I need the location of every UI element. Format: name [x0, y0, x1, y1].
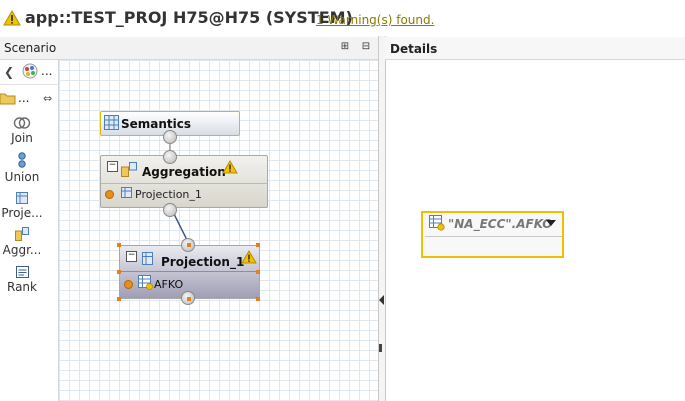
- palette-divider: [0, 84, 58, 85]
- semantics-title: Semantics: [121, 117, 192, 131]
- selection-handle[interactable]: [187, 297, 191, 301]
- palette-more[interactable]: ...: [41, 64, 53, 78]
- table-icon: [138, 275, 153, 290]
- selection-handle[interactable]: [187, 243, 191, 247]
- warning-icon[interactable]: [222, 160, 238, 174]
- aggregation-icon: [15, 227, 29, 241]
- tool-projection[interactable]: Proje...: [0, 192, 44, 220]
- datasource-label: "NA_ECC".AFKO: [448, 217, 553, 231]
- tool-aggregation[interactable]: Aggr...: [0, 227, 44, 257]
- selection-handle[interactable]: [256, 243, 260, 247]
- input-status-icon: [105, 190, 114, 199]
- projection-node-icon: [142, 252, 153, 265]
- tool-palette: [0, 60, 59, 401]
- aggregation-node-icon: [121, 162, 137, 177]
- splitter-grip[interactable]: [379, 344, 382, 352]
- tool-aggregation-label: Aggr...: [2, 243, 42, 257]
- collapse-aggregation-icon[interactable]: −: [107, 160, 118, 172]
- projection-input-icon: [121, 187, 132, 198]
- datasource-node[interactable]: [421, 211, 564, 258]
- join-icon: [13, 117, 31, 129]
- sync-arrows-icon[interactable]: ⇔: [43, 92, 53, 105]
- selection-handle[interactable]: [256, 297, 260, 301]
- tool-join[interactable]: Join: [0, 117, 44, 145]
- palette-icon[interactable]: [22, 63, 38, 79]
- tool-rank[interactable]: Rank: [0, 266, 44, 294]
- warning-icon: [3, 10, 21, 26]
- panel-splitter[interactable]: [378, 36, 386, 401]
- tool-projection-label: Proje...: [1, 206, 43, 220]
- selection-handle[interactable]: [117, 270, 121, 274]
- selection-handle[interactable]: [117, 243, 121, 247]
- editor-title: app::TEST_PROJ H75@H75 (SYSTEM): [25, 8, 353, 27]
- warnings-link[interactable]: 1 Warning(s) found.: [316, 13, 435, 27]
- tool-union[interactable]: Union: [0, 152, 44, 184]
- projection-input-label: AFKO: [154, 278, 184, 291]
- aggregation-title: Aggregation: [142, 165, 226, 179]
- projection-title: Projection_1: [161, 255, 245, 269]
- rank-icon: [15, 266, 29, 278]
- table-icon: [429, 215, 445, 231]
- aggregation-input-port[interactable]: [163, 203, 177, 217]
- details-panel-title: Details: [390, 42, 438, 56]
- tool-rank-label: Rank: [7, 280, 37, 294]
- folder-more[interactable]: ...: [18, 91, 30, 105]
- selection-handle[interactable]: [256, 270, 260, 274]
- expand-all-icon[interactable]: ⊞: [340, 41, 350, 52]
- collapse-arrow-icon[interactable]: [379, 295, 384, 305]
- chevron-down-icon[interactable]: [546, 220, 556, 226]
- union-icon: [18, 152, 26, 168]
- semantics-input-port[interactable]: [163, 130, 177, 144]
- aggregation-divider: [101, 183, 267, 184]
- projection-icon: [16, 192, 28, 204]
- collapse-all-icon[interactable]: ⊟: [361, 41, 371, 52]
- tool-union-label: Union: [4, 170, 40, 184]
- aggregation-output-port[interactable]: [163, 150, 177, 164]
- datasource-node-header: [425, 214, 562, 237]
- scenario-panel-title: Scenario: [4, 41, 57, 55]
- semantics-icon: [104, 115, 119, 130]
- input-status-icon: [124, 280, 133, 289]
- editor-title-bar: [0, 0, 685, 36]
- projection-divider: [120, 271, 259, 272]
- tool-join-label: Join: [11, 131, 33, 145]
- folder-icon[interactable]: [0, 92, 16, 105]
- scenario-panel-header: [0, 37, 378, 60]
- chevron-left-icon[interactable]: ❮: [4, 65, 15, 79]
- aggregation-node[interactable]: − Aggregation Projection_1: [100, 155, 268, 208]
- selection-handle[interactable]: [117, 297, 121, 301]
- warning-icon[interactable]: [241, 250, 257, 264]
- aggregation-input-label: Projection_1: [135, 188, 202, 201]
- collapse-projection-icon[interactable]: −: [126, 250, 137, 262]
- details-panel-header: [385, 37, 685, 60]
